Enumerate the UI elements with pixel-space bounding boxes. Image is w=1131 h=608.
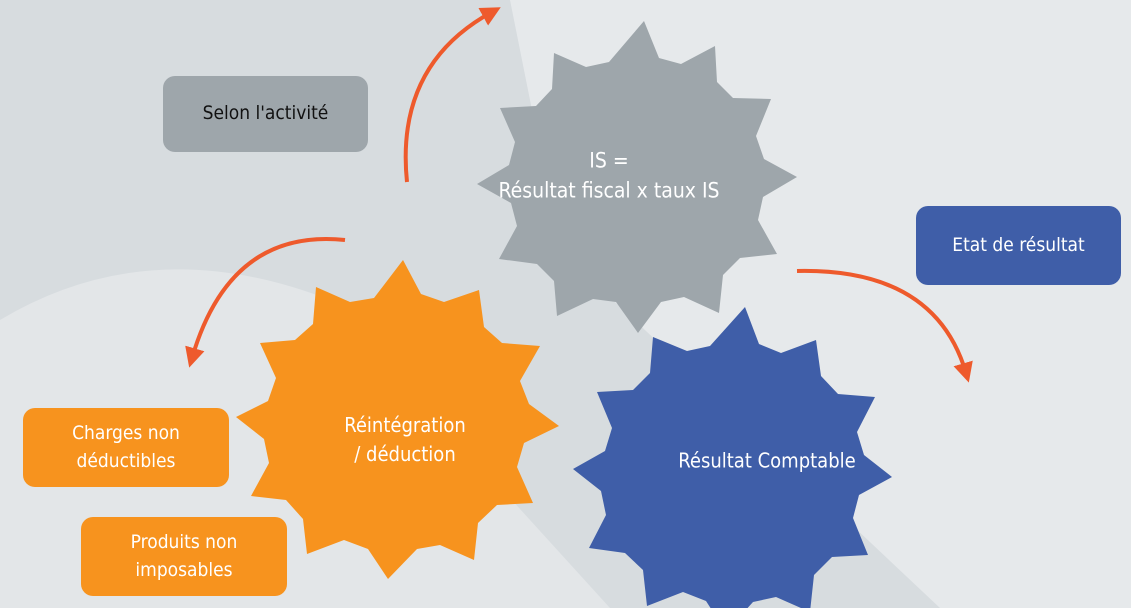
gear-reintegration-shape (236, 260, 559, 579)
arrow-to-charges (185, 237, 346, 368)
box-charges-non-deductibles: Charges non déductibles (23, 408, 229, 487)
gear-comptable-label: Résultat Comptable (678, 448, 856, 473)
box-etat-resultat: Etat de résultat (916, 206, 1121, 285)
gear-comptable-shape (573, 307, 892, 608)
gear-is-shape (477, 21, 797, 333)
gear-reintegration-label: Réintégration / déduction (344, 413, 466, 466)
gear-is-label: IS = Résultat fiscal x taux IS (498, 148, 720, 203)
box-selon-activite: Selon l'activité (163, 76, 368, 152)
box-produits-non-imposables: Produits non imposables (81, 517, 287, 596)
arrow-from-comptable (796, 268, 973, 383)
arrow-to-is (403, 7, 501, 183)
